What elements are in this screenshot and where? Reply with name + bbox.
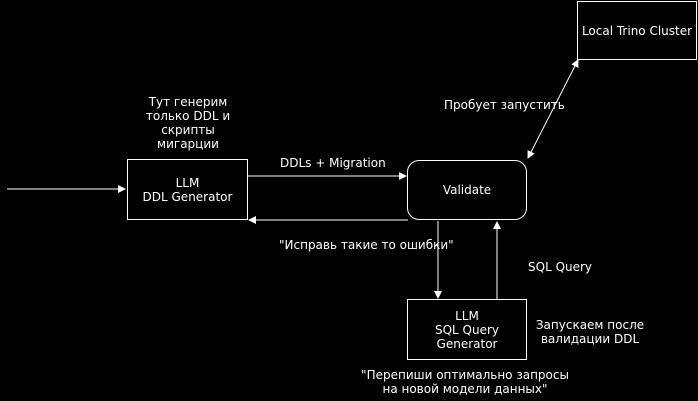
run-after-label: Запускаем после валидации DDL: [530, 318, 650, 346]
run-after-line2: валидации DDL: [540, 332, 640, 346]
rewrite-label: "Перепиши оптимально запросы на новой мо…: [355, 368, 575, 396]
validate-trino-arrow: [527, 59, 579, 159]
validate-label: Validate: [442, 183, 492, 197]
ddl-note-line1: Тут генерим: [148, 95, 228, 109]
ddl-generator-node[interactable]: LLM DDL Generator: [127, 159, 248, 220]
sql-generator-line1: LLM: [455, 308, 479, 323]
validate-node[interactable]: Validate: [407, 160, 527, 220]
trino-cluster-label: Local Trino Cluster: [581, 23, 693, 38]
sql-generator-line3: Generator: [436, 336, 498, 351]
try-run-label: Пробует запустить: [444, 98, 565, 112]
run-after-line1: Запускаем после: [535, 318, 645, 332]
sql-query-label: SQL Query: [528, 260, 593, 274]
rewrite-line1: "Перепиши оптимально запросы: [361, 368, 569, 382]
ddls-migration-label: DDLs + Migration: [280, 156, 386, 170]
rewrite-line2: на новой модели данных": [382, 382, 548, 396]
ddl-note-line4: мигарции: [157, 137, 219, 151]
sql-generator-node[interactable]: LLM SQL Query Generator: [407, 299, 527, 360]
ddl-note-line3: скрипты: [161, 123, 215, 137]
trino-cluster-node[interactable]: Local Trino Cluster: [577, 1, 697, 60]
ddl-note-label: Тут генерим только DDL и скрипты мигарци…: [128, 95, 248, 151]
sql-generator-line2: SQL Query: [434, 322, 500, 337]
ddl-generator-line2: DDL Generator: [142, 189, 233, 204]
ddl-generator-line1: LLM: [175, 175, 200, 190]
fix-errors-label: "Исправь такие то ошибки": [279, 238, 454, 252]
ddl-note-line2: только DDL и: [145, 109, 231, 123]
